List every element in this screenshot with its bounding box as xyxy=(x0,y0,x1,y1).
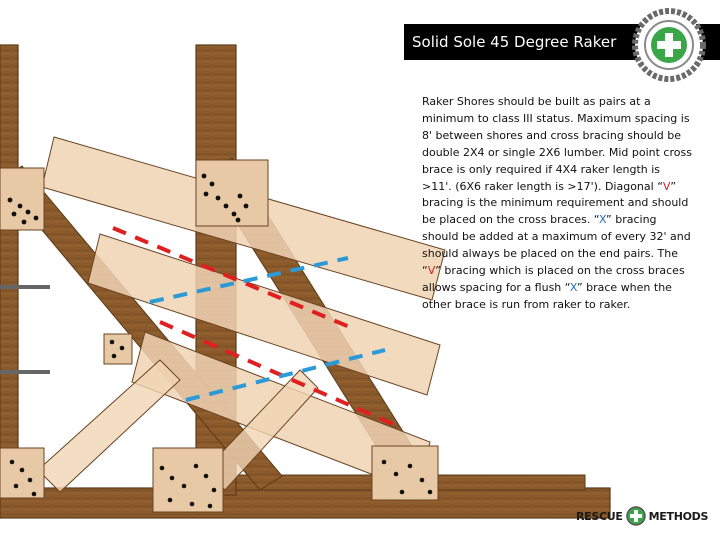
logo-left-word: RESCUE xyxy=(576,509,623,523)
v-highlight: V xyxy=(662,179,671,193)
description-text: ” brace when the other brace is run from… xyxy=(422,280,672,311)
cross-brace-middle xyxy=(87,233,441,396)
gusset-bottom-left xyxy=(0,447,45,499)
gusset-bottom-center xyxy=(152,447,224,513)
description-text: Raker Shores should be built as pairs at… xyxy=(422,95,692,193)
x-highlight: X xyxy=(569,280,577,294)
cross-brace-left xyxy=(37,359,181,493)
gusset-bottom-right xyxy=(371,445,439,501)
x-bracing xyxy=(149,256,386,402)
gusset-top-right xyxy=(195,159,269,227)
v-highlight: V xyxy=(427,264,436,278)
cross-logo-icon xyxy=(625,506,646,526)
description-text: ” bracing should be added at a maximum o… xyxy=(422,213,691,278)
logo-right-word: METHODS xyxy=(648,509,709,523)
sole-plate xyxy=(0,454,611,519)
rescue-methods-logo: RESCUE METHODS xyxy=(576,504,710,528)
x-highlight: X xyxy=(598,213,607,227)
description-text: ” bracing is the minimum requirement and… xyxy=(422,179,689,227)
cross-badge-icon xyxy=(632,8,706,82)
description: Raker Shores should be built as pairs at… xyxy=(422,94,692,314)
gusset-top-left xyxy=(0,167,45,231)
description-text: ” bracing which is placed on the cross b… xyxy=(422,264,685,294)
gusset-mid-left xyxy=(103,333,133,365)
wall xyxy=(0,44,50,496)
